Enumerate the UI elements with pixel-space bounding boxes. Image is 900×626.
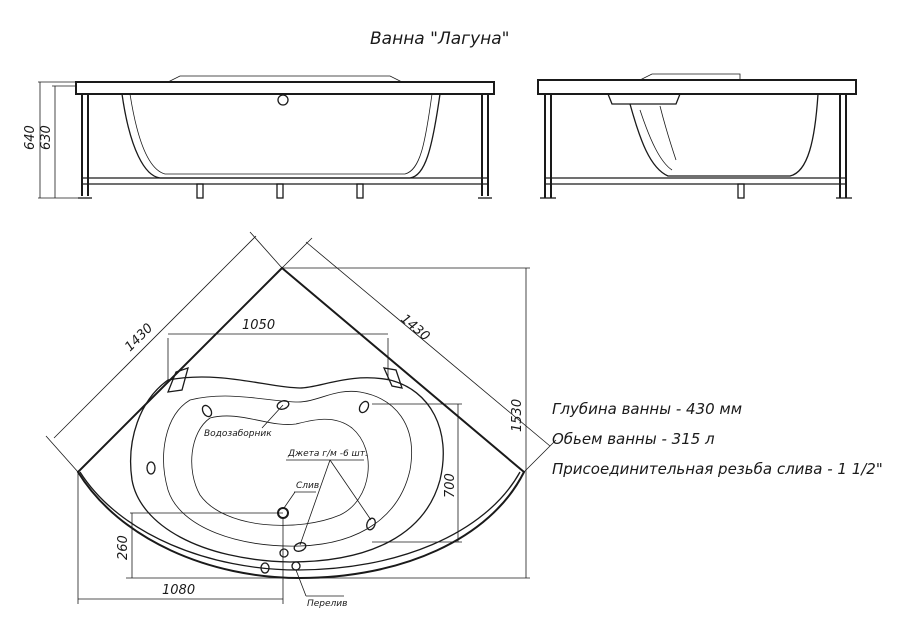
- jets-callout: Джета г/м -6 шт.: [287, 449, 368, 459]
- side-right-label: 1430: [397, 312, 432, 345]
- overflow-callout: Перелив: [307, 599, 347, 609]
- spec-depth: Глубина ванны - 430 мм: [552, 400, 742, 418]
- side-elevation: [537, 73, 857, 199]
- specifications: Глубина ванны - 430 мм Обьем ванны - 315…: [552, 400, 883, 478]
- spec-drain-thread: Присоединительная резьба слива - 1 1/2": [552, 460, 883, 478]
- water-inlet-callout: Водозаборник: [204, 429, 272, 439]
- drain-distance-label: 1080: [162, 583, 195, 598]
- overall-height-label: 1530: [510, 399, 525, 432]
- inner-width-label: 1050: [242, 318, 275, 333]
- height-total-label: 640: [23, 125, 38, 150]
- inner-height-label: 700: [443, 473, 458, 498]
- spec-volume: Обьем ванны - 315 л: [552, 430, 715, 448]
- drain-offset-label: 260: [116, 535, 131, 560]
- height-frame-label: 630: [39, 125, 54, 150]
- drain-callout: Слив: [296, 481, 319, 491]
- drawing-title: Ванна "Лагуна": [370, 29, 510, 49]
- front-elevation: 640 630: [23, 75, 495, 199]
- plan-view: 1430 1430 1050 1530 700 260 1080 Во: [45, 231, 557, 609]
- side-left-label: 1430: [122, 321, 156, 355]
